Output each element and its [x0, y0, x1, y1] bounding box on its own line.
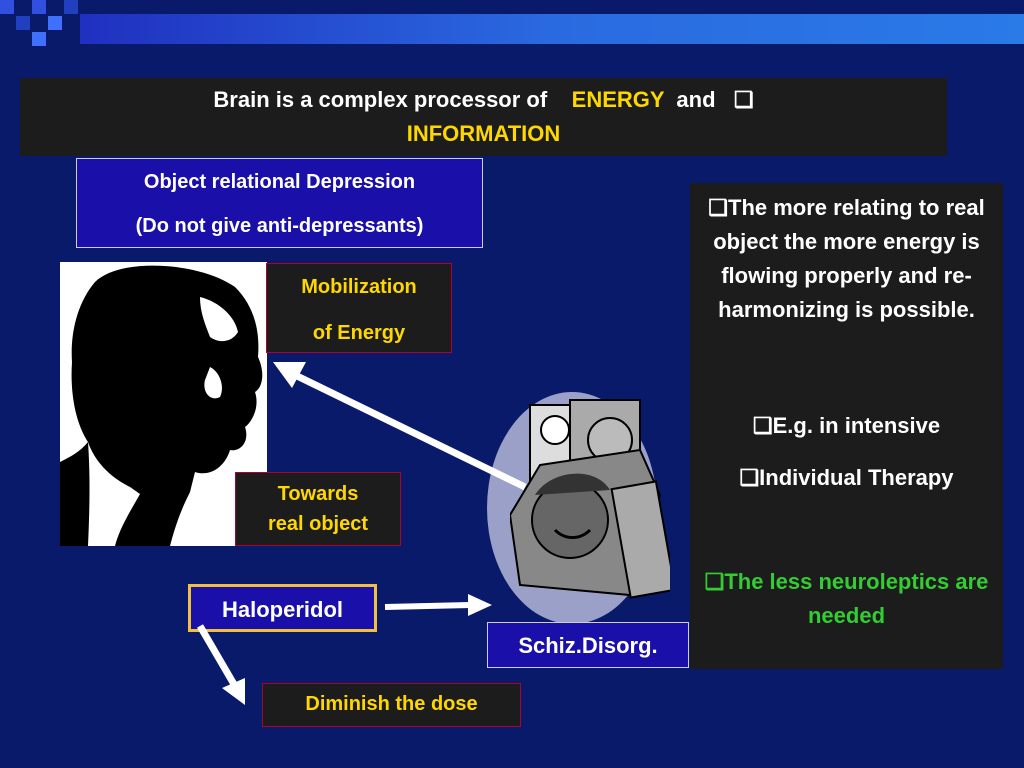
deco-square	[64, 0, 78, 14]
deco-square	[0, 0, 14, 14]
towards-line1: Towards	[277, 483, 359, 505]
mobilization-box: Mobilization of Energy	[266, 263, 452, 353]
object-relational-box: Object relational Depression (Do not giv…	[76, 158, 483, 248]
checkbox-bullet-icon: ❑	[708, 195, 728, 220]
portrait-silhouette-image	[60, 262, 267, 546]
checkbox-bullet-icon: ❑	[733, 87, 754, 112]
checkbox-bullet-icon: ❑	[704, 569, 725, 594]
deco-square	[48, 16, 62, 30]
explanation-box: ❑The more relating to real object the mo…	[690, 183, 1003, 669]
haloperidol-label: Haloperidol	[221, 597, 343, 622]
diminish-box: Diminish the dose	[262, 683, 521, 727]
checkbox-bullet-icon: ❑	[739, 465, 760, 490]
title-banner: Brain is a complex processor of ENERGY a…	[20, 78, 947, 156]
object-line2: (Do not give anti-depressants)	[135, 215, 424, 237]
arrow-icon	[384, 594, 492, 616]
schiz-box: Schiz.Disorg.	[487, 622, 689, 668]
mobilization-line2: of Energy	[312, 322, 406, 344]
explanation-p4: ❑The less neuroleptics are needed	[704, 569, 989, 628]
object-line1: Object relational Depression	[143, 171, 416, 193]
banner-energy: ENERGY	[571, 87, 665, 112]
arrow-icon	[196, 624, 245, 705]
diminish-label: Diminish the dose	[305, 693, 478, 715]
banner-and: and	[676, 87, 716, 112]
towards-box: Towards real object	[235, 472, 401, 546]
checkbox-bullet-icon: ❑	[752, 413, 773, 438]
towards-line2: real object	[267, 513, 369, 535]
haloperidol-box: Haloperidol	[188, 584, 377, 632]
deco-square	[32, 0, 46, 14]
deco-square	[32, 32, 46, 46]
banner-information: INFORMATION	[406, 121, 561, 146]
arrow-icon	[273, 362, 527, 491]
banner-text: Brain is a complex processor of	[213, 87, 548, 112]
schiz-label: Schiz.Disorg.	[518, 633, 658, 658]
deco-square	[16, 16, 30, 30]
mobilization-line1: Mobilization	[301, 276, 417, 298]
comic-figures-image	[508, 395, 677, 605]
explanation-p2: ❑E.g. in intensive	[752, 413, 941, 438]
explanation-p1: ❑The more relating to real object the mo…	[708, 195, 985, 322]
explanation-p3: ❑Individual Therapy	[739, 465, 954, 490]
top-gradient-bar	[80, 14, 1024, 44]
